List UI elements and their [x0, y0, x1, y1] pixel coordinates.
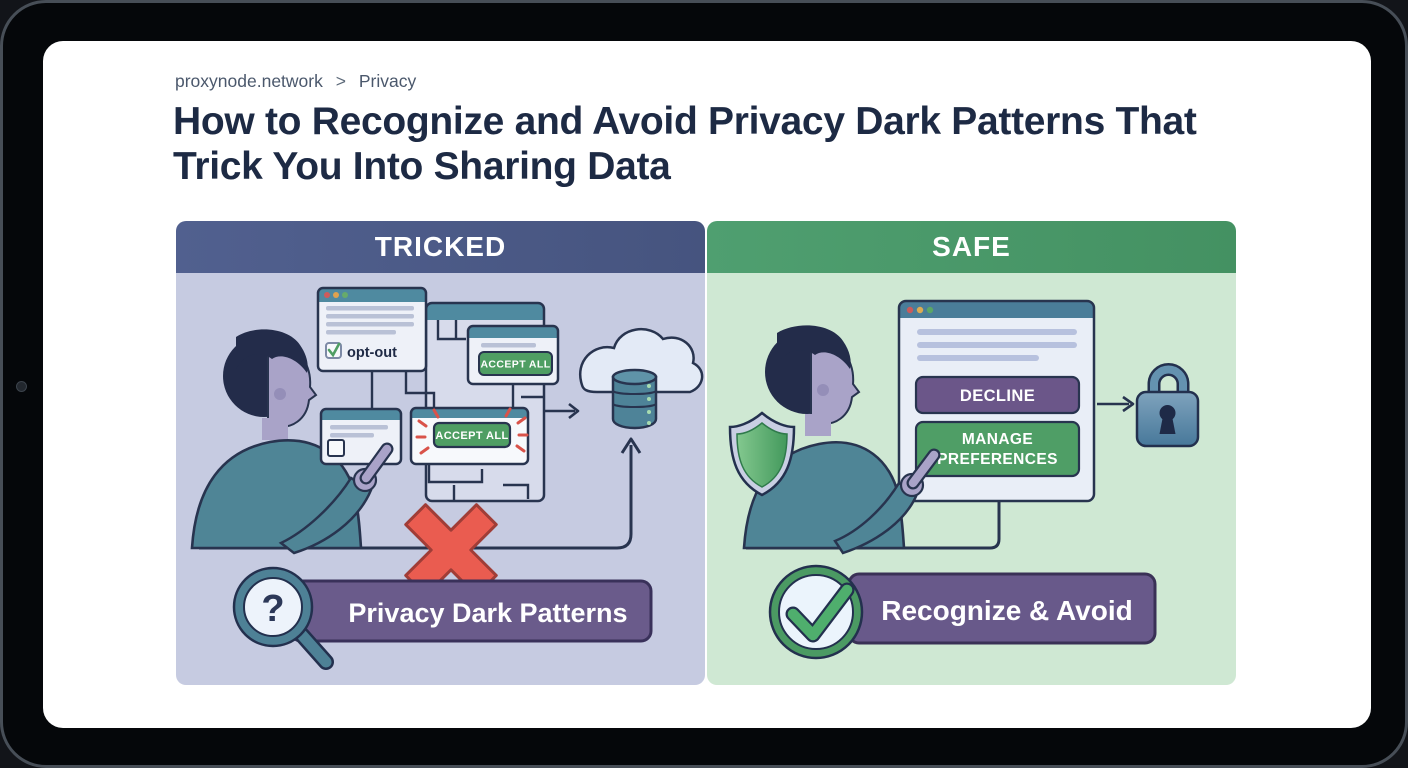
- decline-button: [914, 375, 1081, 415]
- person-tricked: [190, 329, 363, 550]
- manage-preferences-label-line2: PREFERENCES: [937, 451, 1058, 468]
- window-dot-green-icon: [926, 306, 934, 314]
- accept-all-button-top: [478, 351, 553, 376]
- panel-safe: SAFE: [707, 221, 1236, 685]
- decline-button-label: DECLINE: [960, 387, 1035, 405]
- accept-all-button-highlighted-label: ACCEPT ALL: [435, 430, 508, 442]
- breadcrumb-section[interactable]: Privacy: [358, 71, 417, 91]
- panel-tricked-illustration: opt-out ACCEPT ALL: [176, 273, 705, 685]
- magnifier-question-icon: ?: [232, 566, 334, 670]
- window-dot-red-icon: [324, 292, 330, 298]
- panel-tricked: TRICKED: [176, 221, 705, 685]
- page-title-line2: Trick You Into Sharing Data: [173, 145, 671, 188]
- consent-dialog-window: DECLINE MANAGE PREFERENCES: [897, 299, 1096, 503]
- manage-preferences-label-line1: MANAGE: [962, 431, 1033, 448]
- infographic: TRICKED: [176, 221, 1236, 685]
- window-dot-green-icon: [342, 292, 348, 298]
- safe-banner-label: Recognize & Avoid: [881, 595, 1133, 626]
- check-circle-icon: [768, 564, 864, 660]
- cloud-icon: [579, 328, 704, 394]
- breadcrumb-site[interactable]: proxynode.network: [175, 71, 323, 91]
- page-title: How to Recognize and Avoid Privacy Dark …: [173, 99, 1197, 189]
- pointing-hand-tricked: [278, 442, 394, 555]
- accept-all-button-top-label: ACCEPT ALL: [480, 359, 550, 371]
- optout-checkbox-icon: [325, 342, 342, 359]
- pointing-hand-safe: [833, 448, 941, 555]
- window-dot-orange-icon: [333, 292, 339, 298]
- manage-preferences-button: [914, 420, 1081, 478]
- browser-page: proxynode.network > Privacy How to Recog…: [43, 41, 1371, 728]
- breadcrumb-separator-icon: >: [335, 71, 346, 91]
- data-flow-line: [199, 437, 642, 550]
- accept-all-window-top: ACCEPT ALL: [466, 324, 560, 386]
- breadcrumb: proxynode.network > Privacy: [175, 71, 416, 92]
- panel-tricked-header: TRICKED: [176, 221, 705, 273]
- database-icon: [611, 368, 658, 430]
- tricked-banner-label: Privacy Dark Patterns: [348, 598, 627, 628]
- dialog-ground-line: [746, 501, 1001, 550]
- window-dot-red-icon: [906, 306, 914, 314]
- emphasis-rays-icon: [415, 407, 529, 455]
- panel-safe-illustration: DECLINE MANAGE PREFERENCES: [707, 273, 1236, 685]
- empty-checkbox-icon: [327, 439, 345, 457]
- optout-window: opt-out: [316, 286, 428, 373]
- optout-label: opt-out: [347, 345, 397, 361]
- tricked-banner: Privacy Dark Patterns: [289, 579, 653, 643]
- camera-icon: [16, 381, 27, 392]
- page-title-line1: How to Recognize and Avoid Privacy Dark …: [173, 100, 1197, 143]
- arrow-to-lock-icon: [1097, 395, 1135, 413]
- accept-all-window-highlighted: ACCEPT ALL: [409, 406, 530, 466]
- shield-icon: [728, 411, 796, 497]
- lock-icon: [1135, 363, 1200, 448]
- safe-banner: Recognize & Avoid: [847, 572, 1157, 645]
- window-dot-yellow-icon: [916, 306, 924, 314]
- question-mark-glyph: ?: [261, 588, 284, 630]
- arrow-to-cloud-icon: [544, 402, 580, 420]
- maze-lines: [370, 320, 544, 501]
- accept-all-button-highlighted: [432, 421, 512, 449]
- panel-safe-header: SAFE: [707, 221, 1236, 273]
